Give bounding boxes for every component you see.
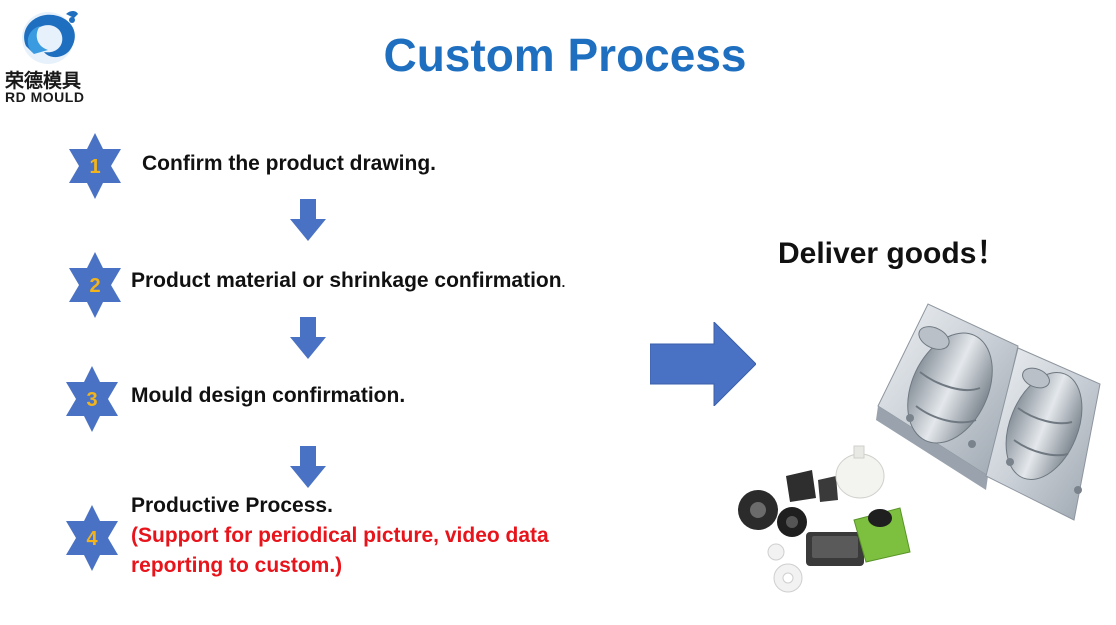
down-arrow-icon bbox=[290, 317, 326, 359]
step-1-star-icon: 1 bbox=[69, 133, 121, 199]
step-4-note-line-1: (Support for periodical picture, video d… bbox=[131, 524, 549, 547]
step-2-main-text: Product material or shrinkage confirmati… bbox=[131, 269, 562, 292]
deliver-goods-label: Deliver goods！ bbox=[778, 237, 1007, 270]
step-1-number: 1 bbox=[89, 156, 100, 178]
step-4-number: 4 bbox=[86, 528, 98, 550]
step-4-star-icon: 4 bbox=[66, 505, 118, 571]
plastic-parts-image bbox=[738, 445, 911, 593]
step-3-text: Mould design confirmation. bbox=[131, 384, 406, 407]
step-4-text: Productive Process. bbox=[131, 494, 333, 517]
down-arrow-icon bbox=[290, 199, 326, 241]
down-arrow-icon bbox=[290, 446, 326, 488]
step-1-text: Confirm the product drawing. bbox=[142, 152, 436, 175]
page-title: Custom Process bbox=[383, 29, 747, 81]
step-2-star-icon: 2 bbox=[69, 252, 121, 318]
mould-image bbox=[876, 303, 1101, 521]
right-arrow-icon bbox=[650, 322, 756, 406]
logo-swirl-icon bbox=[22, 11, 78, 64]
step-4-note-line-2: reporting to custom.) bbox=[131, 554, 343, 577]
step-2-number: 2 bbox=[89, 275, 100, 297]
step-3-star-icon: 3 bbox=[66, 366, 118, 432]
logo-english-name: RD MOULD bbox=[5, 89, 85, 105]
step-2-suffix: . bbox=[561, 275, 566, 290]
step-3-number: 3 bbox=[86, 389, 97, 411]
step-2-text: Product material or shrinkage confirmati… bbox=[131, 269, 565, 293]
logo-chinese-name: 荣德模具 bbox=[5, 71, 82, 92]
